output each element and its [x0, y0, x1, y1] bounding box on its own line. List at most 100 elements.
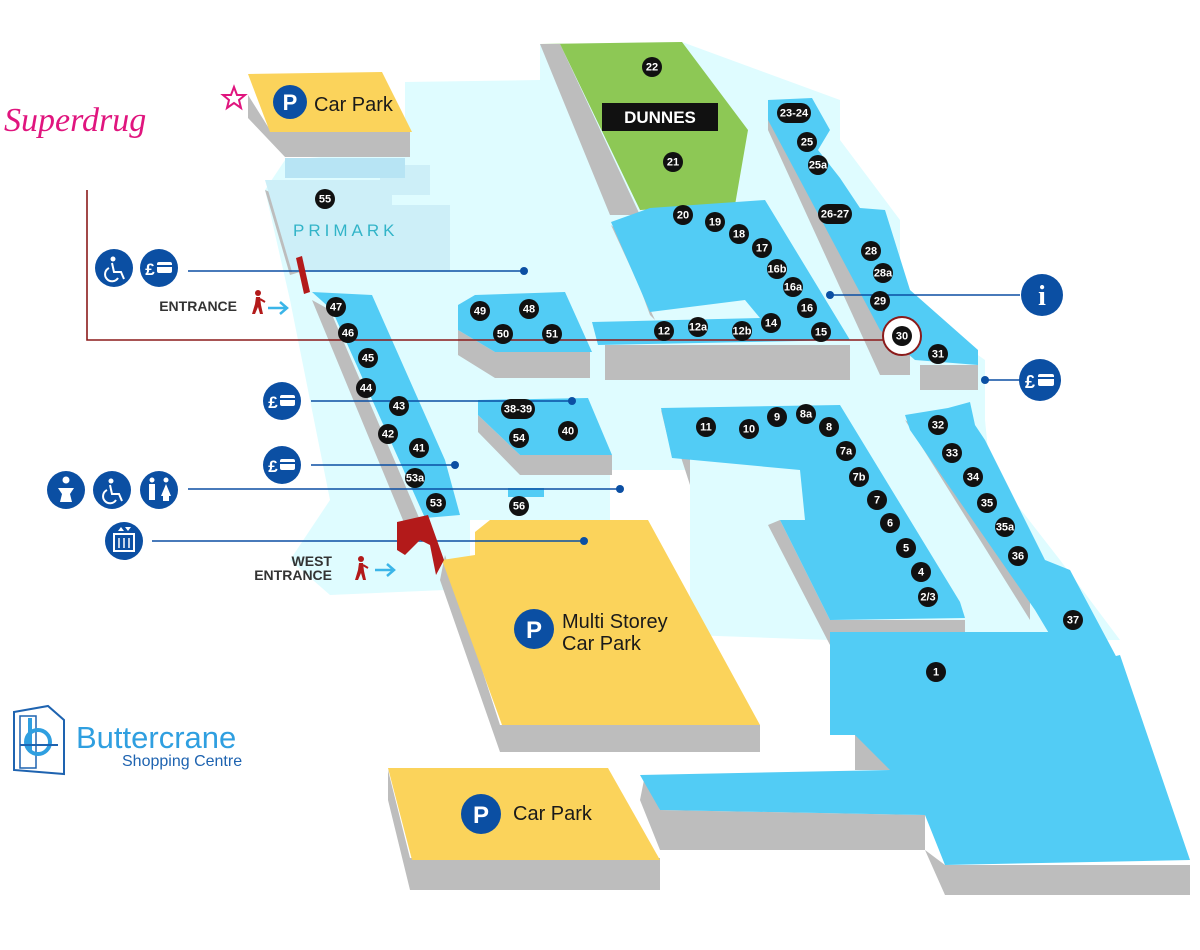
unit-marker-41[interactable]: 41: [409, 438, 429, 458]
unit-56-block: [508, 488, 544, 497]
unit-marker-10[interactable]: 10: [739, 419, 759, 439]
information-icon: i: [1021, 274, 1063, 316]
unit-marker-40[interactable]: 40: [558, 421, 578, 441]
unit-number: 55: [319, 194, 331, 206]
unit-marker-54[interactable]: 54: [509, 428, 529, 448]
unit-marker-16b[interactable]: 16b: [767, 259, 787, 279]
unit-marker-48[interactable]: 48: [519, 299, 539, 319]
parking-icon: [273, 85, 307, 119]
unit-marker-35[interactable]: 35: [977, 493, 997, 513]
unit-marker-31[interactable]: 31: [928, 344, 948, 364]
cash-machine-icon: £: [1019, 359, 1061, 401]
unit-marker-14[interactable]: 14: [761, 313, 781, 333]
unit-marker-6[interactable]: 6: [880, 513, 900, 533]
unit-marker-12a[interactable]: 12a: [688, 317, 708, 337]
unit-marker-49[interactable]: 49: [470, 301, 490, 321]
unit-marker-43[interactable]: 43: [389, 396, 409, 416]
lift-icon: [105, 522, 143, 560]
unit-marker-53a[interactable]: 53a: [405, 468, 425, 488]
unit-marker-4[interactable]: 4: [911, 562, 931, 582]
unit-marker-28[interactable]: 28: [861, 241, 881, 261]
unit-marker-34[interactable]: 34: [963, 467, 983, 487]
unit-marker-38-39[interactable]: 38-39: [501, 399, 535, 419]
unit-marker-17[interactable]: 17: [752, 238, 772, 258]
primark-logo-text: PRIMARK: [293, 221, 398, 240]
cash-machine-icon: £: [140, 249, 178, 287]
unit-marker-21[interactable]: 21: [663, 152, 683, 172]
unit-number: 40: [562, 426, 574, 438]
unit-marker-33[interactable]: 33: [942, 443, 962, 463]
unit-marker-53[interactable]: 53: [426, 493, 446, 513]
unit-number: 54: [513, 433, 526, 445]
unit-marker-47[interactable]: 47: [326, 297, 346, 317]
unit-number: 29: [874, 296, 886, 308]
unit-number: 6: [887, 518, 893, 530]
unit-number: 25: [801, 137, 813, 149]
walking-person-icon: [252, 290, 266, 314]
unit-marker-1[interactable]: 1: [926, 662, 946, 682]
superdrug-logo-text: Superdrug: [4, 102, 146, 139]
unit-marker-15[interactable]: 15: [811, 322, 831, 342]
unit-marker-36[interactable]: 36: [1008, 546, 1028, 566]
unit-marker-11[interactable]: 11: [696, 417, 716, 437]
unit-marker-37[interactable]: 37: [1063, 610, 1083, 630]
arrow-right-icon: [268, 301, 289, 315]
unit-marker-51[interactable]: 51: [542, 324, 562, 344]
unit-number: 50: [497, 329, 509, 341]
parking-icon: [514, 609, 554, 649]
unit-number: 42: [382, 429, 394, 441]
car-park-bottom-label: P Car Park: [461, 794, 593, 834]
buttercrane-logo-icon: [13, 704, 65, 776]
unit-marker-16a[interactable]: 16a: [783, 277, 803, 297]
directory-dots: [451, 267, 989, 545]
unit-marker-44[interactable]: 44: [356, 378, 376, 398]
unit-marker-30[interactable]: 30: [892, 326, 912, 346]
unit-marker-19[interactable]: 19: [705, 212, 725, 232]
unit-marker-8a[interactable]: 8a: [796, 404, 816, 424]
svg-text:P: P: [283, 90, 298, 115]
unit-marker-25[interactable]: 25: [797, 132, 817, 152]
west-arm-shops: [312, 292, 460, 518]
unit-marker-25a[interactable]: 25a: [808, 155, 828, 175]
unit-marker-46[interactable]: 46: [338, 323, 358, 343]
main-entrance-door: [296, 256, 310, 294]
unit-number: 8: [826, 422, 832, 434]
unit-marker-7b[interactable]: 7b: [849, 467, 869, 487]
unit-marker-45[interactable]: 45: [358, 348, 378, 368]
main-entrance-label: ENTRANCE: [159, 298, 237, 314]
unit-number: 36: [1012, 551, 1024, 563]
unit-marker-9[interactable]: 9: [767, 407, 787, 427]
unit-marker-35a[interactable]: 35a: [995, 517, 1015, 537]
unit-number: 53: [430, 498, 442, 510]
unit-marker-28a[interactable]: 28a: [873, 263, 893, 283]
unit-number: 7: [874, 495, 880, 507]
unit-number: 2/3: [920, 592, 935, 604]
cash-machine-icon: £: [263, 446, 301, 484]
unit-number: 14: [765, 318, 778, 330]
unit-marker-8[interactable]: 8: [819, 417, 839, 437]
south-strip-shops: [661, 405, 965, 620]
unit-marker-2-3[interactable]: 2/3: [918, 587, 938, 607]
unit-number: 16b: [768, 264, 787, 276]
baby-change-icon: [47, 471, 85, 509]
unit-marker-5[interactable]: 5: [896, 538, 916, 558]
unit-marker-16[interactable]: 16: [797, 298, 817, 318]
unit-marker-32[interactable]: 32: [928, 415, 948, 435]
unit-marker-12b[interactable]: 12b: [732, 321, 752, 341]
unit-marker-50[interactable]: 50: [493, 324, 513, 344]
unit-marker-12[interactable]: 12: [654, 321, 674, 341]
unit-marker-7[interactable]: 7: [867, 490, 887, 510]
unit-marker-56[interactable]: 56: [509, 496, 529, 516]
unit-marker-7a[interactable]: 7a: [836, 441, 856, 461]
unit-marker-18[interactable]: 18: [729, 224, 749, 244]
unit-marker-22[interactable]: 22: [642, 57, 662, 77]
unit-marker-55[interactable]: 55: [315, 189, 335, 209]
unit-number: 7a: [840, 446, 853, 458]
unit-marker-23-24[interactable]: 23-24: [777, 103, 811, 123]
unit-marker-42[interactable]: 42: [378, 424, 398, 444]
unit-marker-20[interactable]: 20: [673, 205, 693, 225]
unit-number: 25a: [809, 160, 828, 172]
unit-marker-26-27[interactable]: 26-27: [818, 204, 852, 224]
unit-marker-29[interactable]: 29: [870, 291, 890, 311]
